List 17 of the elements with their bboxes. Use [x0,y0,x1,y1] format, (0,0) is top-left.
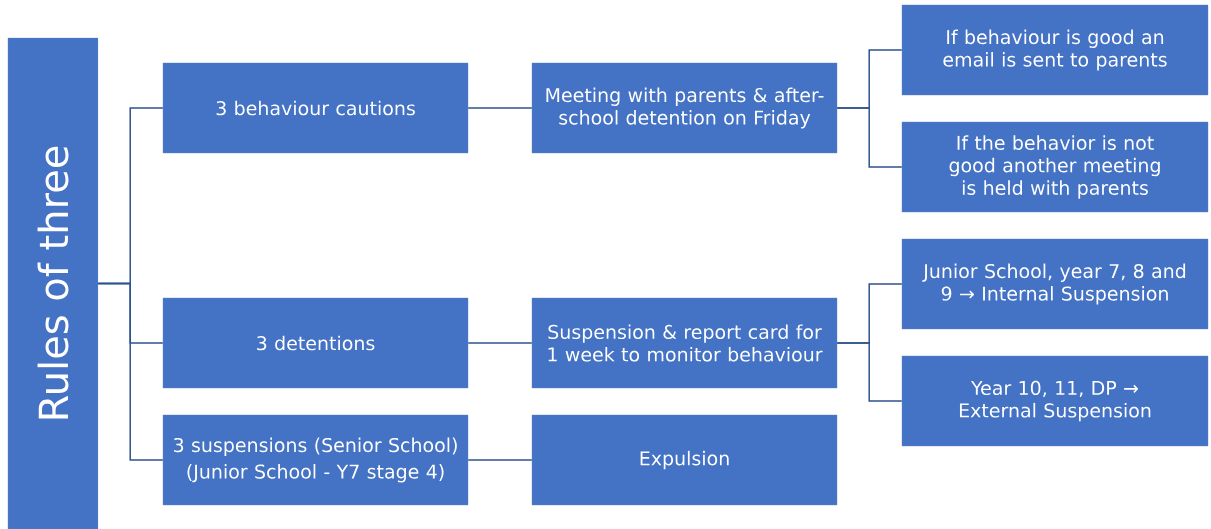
process-box: Junior School, year 7, 8 and 9 → Internal Suspension [901,238,1209,330]
connector [467,107,533,109]
connector [836,342,903,402]
connector [836,107,903,168]
connector [467,342,533,344]
process-box: Meeting with parents & after-school detention on Friday [531,62,838,154]
process-box: 3 suspensions (Senior School) (Junior School - Y7 stage 4) [162,414,469,506]
process-box: Year 10, 11, DP → External Suspension [901,355,1209,447]
process-box: Expulsion [531,414,838,506]
process-box: 3 behaviour cautions [162,62,469,154]
process-box: 3 detentions [162,297,469,389]
process-box: If behaviour is good an email is sent to parents [901,4,1209,96]
process-box: Suspension & report card for 1 week to monitor behaviour [531,297,838,389]
connector [97,282,164,461]
process-box: If the behavior is not good another meeting is held with parents [901,121,1209,213]
connector [467,459,533,461]
title-band: Rules of three [7,37,99,529]
